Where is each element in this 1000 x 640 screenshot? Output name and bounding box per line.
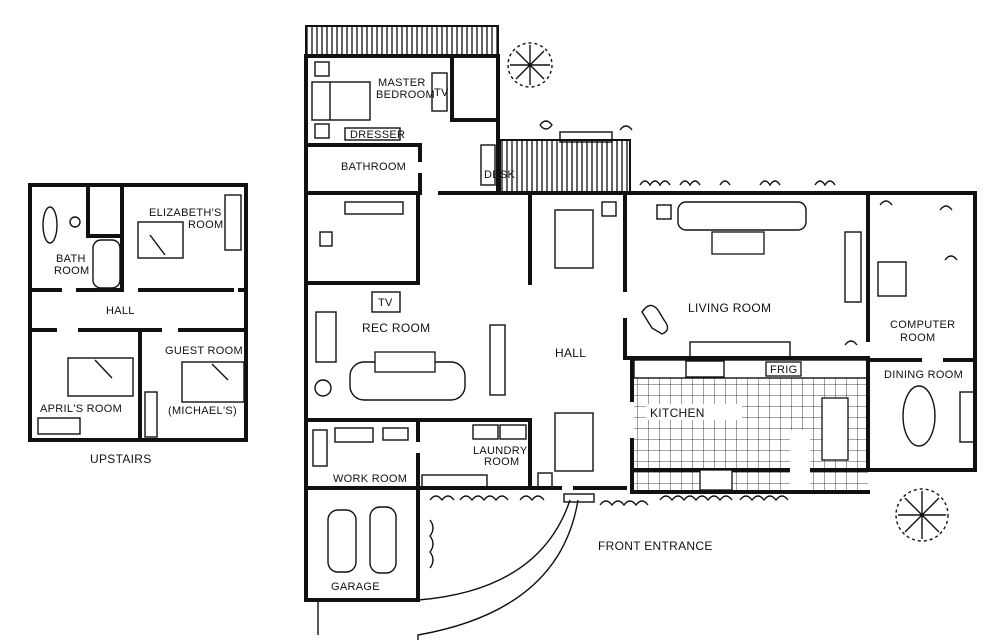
bed-master xyxy=(311,81,371,121)
end-table xyxy=(656,204,672,220)
closet-guest xyxy=(144,391,158,438)
stove xyxy=(685,360,725,378)
plant-icon xyxy=(539,120,958,346)
kitchen-island xyxy=(790,430,810,490)
cabinet xyxy=(489,324,506,396)
front-walkway xyxy=(417,499,579,640)
shelf xyxy=(344,201,404,215)
bed-guest xyxy=(181,361,245,403)
label-hall: HALL xyxy=(555,346,586,360)
label-desk: DESK xyxy=(484,169,516,181)
label-master-bedroom: MASTER xyxy=(378,77,426,89)
label-work-room: WORK ROOM xyxy=(333,473,407,485)
laundry-rack xyxy=(421,474,488,488)
label-bath-room-2: ROOM xyxy=(54,265,89,277)
dresser xyxy=(344,127,401,141)
kitchen-counter xyxy=(633,359,869,379)
dryer xyxy=(499,424,527,440)
label-dining-room: DINING ROOM xyxy=(884,369,963,381)
nightstand xyxy=(314,123,330,139)
hall-rug xyxy=(554,412,594,472)
closet-april xyxy=(37,417,81,435)
counter xyxy=(689,341,791,359)
washer xyxy=(472,424,499,440)
label-elizabeths-room-2: ROOM xyxy=(188,219,223,231)
label-master-tv: TV xyxy=(434,87,449,99)
label-bathroom: BATHROOM xyxy=(341,161,406,173)
desk xyxy=(480,144,496,186)
label-master-bedroom-2: BEDROOM xyxy=(376,89,435,101)
buffet xyxy=(959,391,975,443)
cabinet xyxy=(844,231,862,303)
label-computer-room: COMPUTER xyxy=(890,319,955,331)
deck-steps xyxy=(559,131,613,143)
bed-elizabeth xyxy=(137,221,184,259)
tree-icon xyxy=(507,42,553,88)
label-front-entrance: FRONT ENTRANCE xyxy=(598,539,713,553)
label-guest-room: GUEST ROOM xyxy=(165,345,243,357)
label-living-room: LIVING ROOM xyxy=(688,301,771,315)
car xyxy=(327,509,357,573)
planter xyxy=(601,201,617,217)
shelf xyxy=(382,427,409,441)
front-step xyxy=(563,493,595,503)
bath-sink xyxy=(42,206,58,244)
label-aprils-room: APRIL'S ROOM xyxy=(40,403,122,415)
computer-desk xyxy=(877,261,907,297)
label-dresser: DRESSER xyxy=(350,129,405,141)
label-rec-tv: TV xyxy=(378,297,393,309)
upstairs-plan: BATH ROOM ELIZABETH'S ROOM HALL GUEST RO… xyxy=(28,183,248,466)
label-elizabeths-room: ELIZABETH'S xyxy=(149,207,222,219)
kitchen-sink xyxy=(699,469,733,491)
label-laundry-room: LAUNDRY xyxy=(473,445,528,457)
shrubs-icon xyxy=(429,495,789,569)
main-floor-plan: DRESSER TV DESK MASTER BEDROOM BATHROOM … xyxy=(304,25,977,640)
wc-wall xyxy=(86,183,124,238)
balcony-deck xyxy=(305,25,499,57)
side-table xyxy=(315,311,337,363)
planter xyxy=(537,472,553,488)
label-frig: FRIG xyxy=(770,364,797,376)
armchair xyxy=(641,304,669,335)
bed-april xyxy=(67,357,134,397)
bathtub xyxy=(92,239,121,289)
upstairs-title: UPSTAIRS xyxy=(90,452,152,466)
fridge xyxy=(765,361,802,377)
label-michaels: (MICHAEL'S) xyxy=(168,405,237,417)
workbench xyxy=(312,429,328,467)
label-bath-room: BATH xyxy=(56,253,86,265)
nightstand xyxy=(314,61,330,77)
coffee-table xyxy=(374,351,436,373)
dining-table xyxy=(902,385,936,447)
coffee-table xyxy=(711,231,765,255)
label-computer-room-2: ROOM xyxy=(900,332,935,344)
sofa xyxy=(677,201,807,231)
label-kitchen: KITCHEN xyxy=(650,406,705,420)
chair xyxy=(319,231,333,247)
bath-fixture xyxy=(69,216,81,228)
rear-deck xyxy=(499,139,631,194)
workbench xyxy=(334,427,374,443)
rec-tv xyxy=(371,291,401,313)
label-garage: GARAGE xyxy=(331,581,380,593)
hall-rug xyxy=(554,209,594,269)
label-upstairs-hall: HALL xyxy=(106,305,135,317)
closet-elizabeth xyxy=(224,194,242,251)
label-laundry-room-2: ROOM xyxy=(484,456,519,468)
label-rec-room: REC ROOM xyxy=(362,321,430,335)
car xyxy=(369,506,397,574)
kitchen-label-bg xyxy=(646,404,742,420)
hedge-icon xyxy=(639,180,836,187)
tree-icon xyxy=(895,488,949,542)
chair xyxy=(314,379,332,397)
kitchen-table xyxy=(821,397,849,461)
upstairs-south-walls xyxy=(28,328,248,442)
master-tv-stand xyxy=(431,72,448,112)
